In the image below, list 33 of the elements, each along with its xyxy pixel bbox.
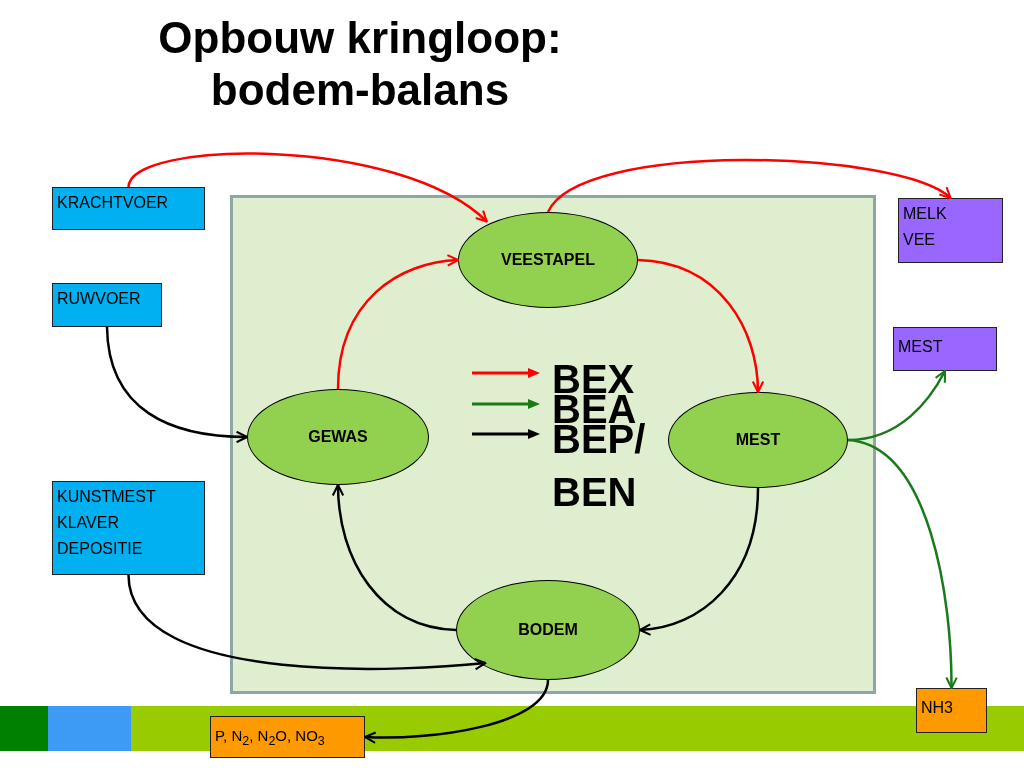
arrow xyxy=(363,679,550,744)
arrow xyxy=(127,574,487,671)
node-label: P, N$_{2}$, N$_{2}$O, NO$_{3}$ xyxy=(215,726,326,750)
input-output-box xyxy=(52,283,162,327)
title: Opbouw kringloop: bodem-balans xyxy=(157,12,563,116)
node-label: DEPOSITIE xyxy=(57,539,144,559)
arrow xyxy=(336,254,460,390)
input-output-box xyxy=(916,688,987,733)
input-output-box xyxy=(210,716,365,758)
arrow xyxy=(105,326,249,443)
node-label: GEWAS xyxy=(308,428,368,446)
farm-area xyxy=(230,195,876,694)
arrow xyxy=(547,158,952,213)
node-label: KUNSTMEST xyxy=(57,487,157,507)
node-label: NH3 xyxy=(921,698,954,718)
node-label: RUWVOER xyxy=(57,289,142,309)
arrow xyxy=(847,438,958,690)
node-label: BODEM xyxy=(518,621,578,639)
arrow xyxy=(127,152,488,223)
arrow xyxy=(638,487,760,636)
node-label: VEESTAPEL xyxy=(501,251,595,269)
node-label: KLAVER xyxy=(57,513,120,533)
node-label: MEST xyxy=(898,337,944,357)
input-output-box xyxy=(898,198,1003,263)
arrow xyxy=(332,483,457,632)
input-output-box xyxy=(52,187,205,230)
node-label: VEE xyxy=(903,230,936,250)
node-label: KRACHTVOER xyxy=(57,193,170,213)
arrow xyxy=(637,258,764,394)
input-output-box xyxy=(52,481,205,575)
input-output-box xyxy=(893,327,997,371)
node-label: MELK xyxy=(903,204,948,224)
node-label: MEST xyxy=(735,431,781,449)
